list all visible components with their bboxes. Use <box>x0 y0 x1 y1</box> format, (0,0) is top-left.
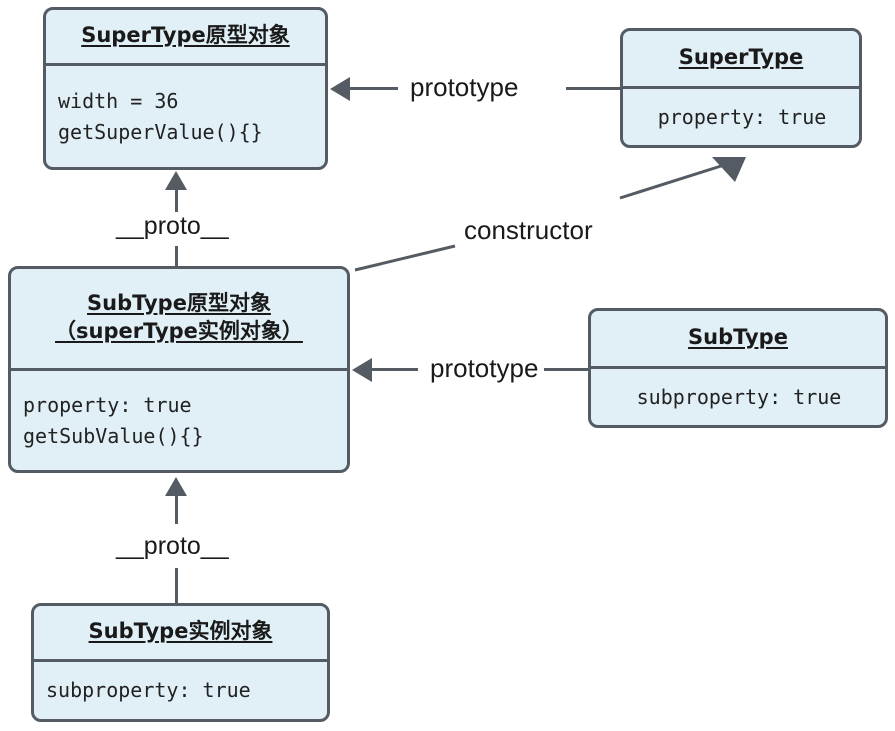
edge-prototype-sub-segment-right <box>534 368 588 371</box>
arrow-head-proto-sub <box>165 477 187 496</box>
box-subtype-instance[interactable]: SubType实例对象 subproperty: true <box>31 603 330 722</box>
arrow-head-proto-super <box>165 171 187 190</box>
box-subtype-prototype-body: property: true getSubValue(){} <box>11 371 347 470</box>
edge-proto-sub-segment-bottom <box>175 568 178 603</box>
box-subtype-instance-body: subproperty: true <box>34 662 327 719</box>
box-supertype-title: SuperType <box>678 44 804 69</box>
arrow-head-prototype-sub <box>352 358 372 382</box>
box-subtype-prototype-title-line1: SubType原型对象 <box>87 290 271 315</box>
edge-label-prototype-sub: prototype <box>424 355 545 381</box>
box-subtype-title: SubType <box>688 324 788 349</box>
box-subtype-header: SubType <box>591 311 885 369</box>
box-supertype-prototype-body: width = 36 getSuperValue(){} <box>46 66 325 167</box>
edge-prototype-sub-segment-left <box>372 368 418 371</box>
edge-label-prototype-super: prototype <box>404 74 525 100</box>
attribute-row: subproperty: true <box>46 678 251 702</box>
edge-label-constructor: constructor <box>458 217 599 243</box>
box-supertype-header: SuperType <box>623 31 859 89</box>
box-subtype[interactable]: SubType subproperty: true <box>588 308 888 428</box>
edge-label-proto-super: __proto__ <box>110 214 235 239</box>
arrow-head-prototype-super <box>330 77 350 101</box>
edge-prototype-super-segment-left <box>350 87 398 90</box>
edge-proto-super-segment-top <box>175 190 178 212</box>
edge-proto-super-segment-bottom <box>175 246 178 268</box>
attribute-row: property: true <box>23 392 192 417</box>
box-subtype-instance-header: SubType实例对象 <box>34 606 327 662</box>
box-subtype-prototype-title-line2: （superType实例对象） <box>55 318 303 343</box>
box-supertype[interactable]: SuperType property: true <box>620 28 862 148</box>
box-subtype-prototype-header: SubType原型对象 （superType实例对象） <box>11 269 347 371</box>
attribute-row: property: true <box>657 104 827 129</box>
edge-label-proto-sub: __proto__ <box>110 534 235 559</box>
attribute-row: getSubValue(){} <box>23 423 204 448</box>
attribute-row: subproperty: true <box>636 384 842 409</box>
box-supertype-body: property: true <box>623 89 859 145</box>
attribute-row: width = 36 <box>58 88 179 113</box>
box-subtype-instance-title: SubType实例对象 <box>88 618 273 643</box>
box-subtype-body: subproperty: true <box>591 369 885 425</box>
box-supertype-prototype-header: SuperType原型对象 <box>46 10 325 66</box>
edge-prototype-super-segment-right <box>566 87 622 90</box>
edge-proto-sub-segment-top <box>175 496 178 524</box>
box-supertype-prototype-title: SuperType原型对象 <box>81 22 290 47</box>
attribute-row: getSuperValue(){} <box>58 119 263 144</box>
box-supertype-prototype[interactable]: SuperType原型对象 width = 36 getSuperValue()… <box>43 7 328 170</box>
box-subtype-prototype[interactable]: SubType原型对象 （superType实例对象） property: tr… <box>8 266 350 473</box>
